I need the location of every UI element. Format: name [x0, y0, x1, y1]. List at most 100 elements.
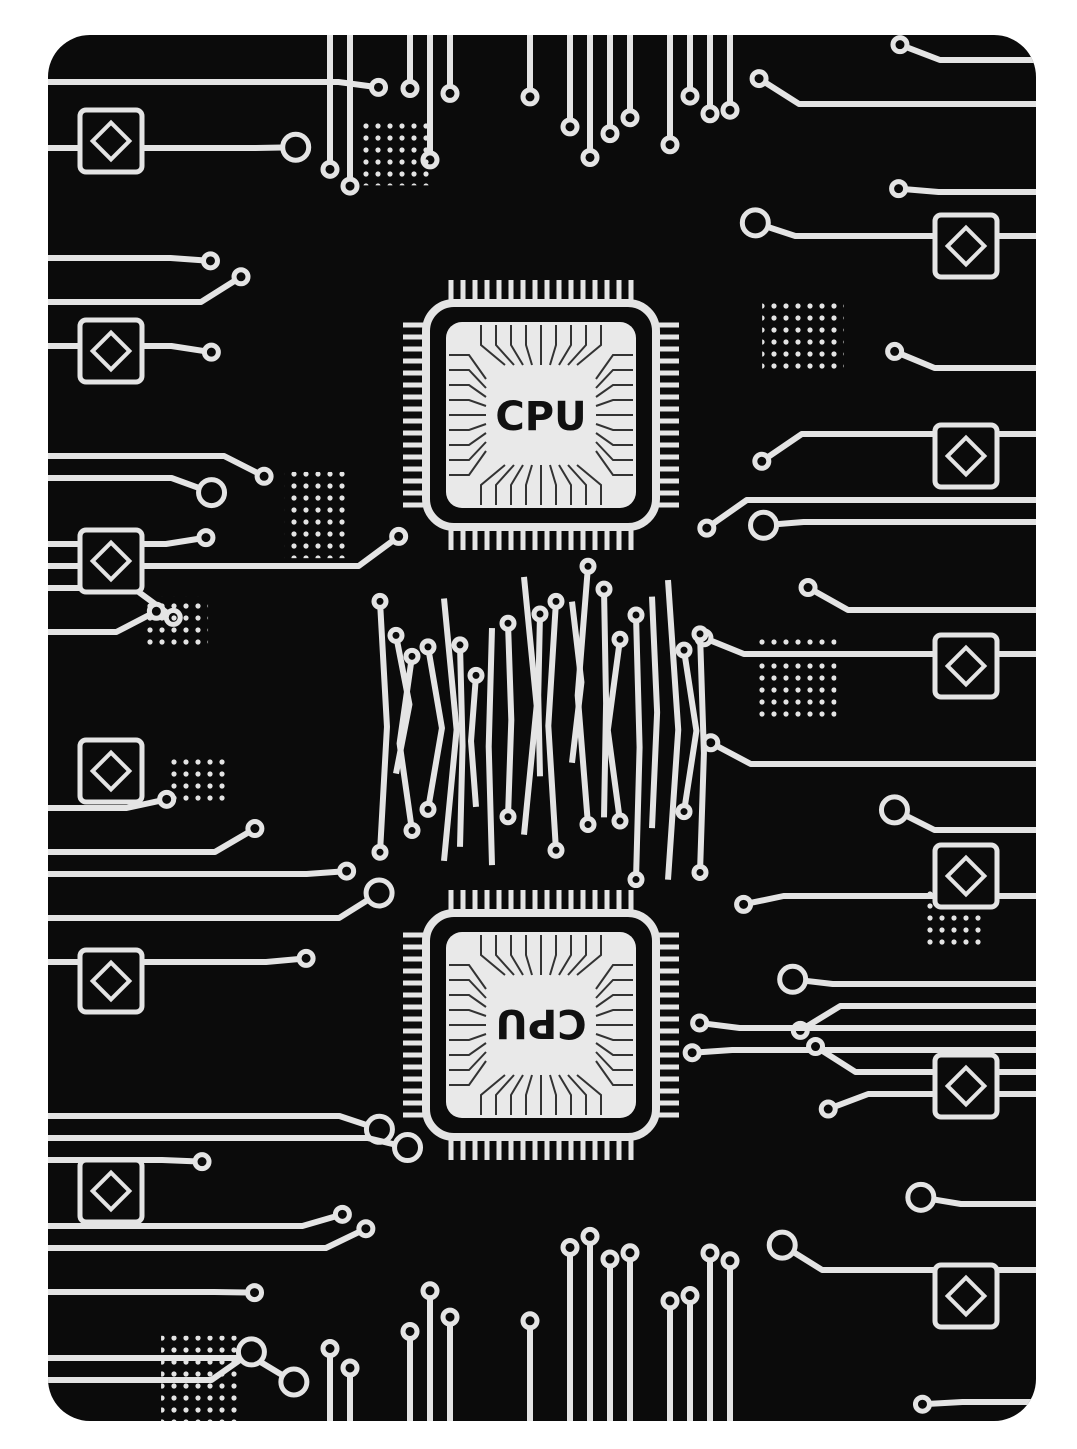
chip-inner-trace	[510, 325, 524, 366]
trace-pad	[296, 948, 316, 968]
ic-component-core	[89, 1169, 133, 1213]
circuit-trace	[48, 1289, 255, 1296]
circuit-trace	[574, 566, 591, 825]
circuit-trace	[757, 76, 1036, 107]
trace-pad	[420, 1281, 440, 1301]
trace-pad	[600, 1249, 620, 1269]
circuit-trace	[922, 1399, 1036, 1408]
chip-inner-trace	[449, 399, 487, 407]
trace-pad	[231, 267, 251, 287]
circuit-trace	[705, 497, 1036, 531]
circuit-trace	[48, 453, 266, 479]
chip-inner-trace	[495, 464, 515, 505]
chip-inner-trace	[549, 1074, 557, 1115]
circuit-trace	[798, 1003, 1036, 1033]
ic-component	[77, 947, 145, 1015]
ic-component	[932, 1262, 1000, 1330]
ic-component	[77, 527, 145, 595]
chip-inner-trace	[449, 1051, 487, 1071]
trace-pad	[620, 108, 640, 128]
dot-grid	[161, 1335, 244, 1421]
dot-grid	[284, 471, 350, 559]
circuit-trace	[48, 796, 168, 811]
chip-inner-trace	[595, 1033, 633, 1041]
circuit-trace	[48, 534, 401, 569]
trace-pad	[580, 1226, 600, 1246]
trace-pad	[777, 963, 809, 995]
ic-component-core	[89, 329, 133, 373]
chip-inner-trace	[595, 979, 633, 999]
trace-pad	[520, 87, 540, 107]
trace-pad	[499, 808, 517, 826]
chip-inner-trace	[449, 423, 487, 431]
ic-component	[77, 1157, 145, 1225]
circuit-trace	[48, 608, 158, 635]
circuit-trace	[48, 1226, 368, 1251]
chip-inner-trace	[525, 1074, 533, 1115]
chip-inner-trace	[595, 432, 633, 446]
trace-pad	[611, 812, 629, 830]
circuit-trace	[377, 601, 390, 853]
trace-pad	[682, 1043, 702, 1063]
ic-component-core	[944, 1274, 988, 1318]
circuit-trace	[893, 348, 1036, 371]
chip-inner-trace	[480, 325, 506, 366]
chip-inner-trace	[495, 1074, 515, 1115]
trace-pad	[547, 841, 565, 859]
circuit-trace	[457, 644, 466, 847]
trace-pad	[332, 1204, 352, 1224]
ic-component	[932, 422, 1000, 490]
dot-grid	[762, 301, 844, 374]
cpu-chip-top: CPU	[403, 280, 679, 550]
circuit-trace	[649, 596, 661, 829]
trace-pad	[798, 578, 818, 598]
trace-pad	[419, 638, 437, 656]
cpu-label-top: CPU	[495, 394, 586, 440]
trace-pad	[579, 557, 597, 575]
circuit-trace	[48, 274, 243, 305]
chip-inner-trace	[549, 325, 557, 366]
chip-inner-trace	[576, 464, 602, 505]
trace-pad	[419, 800, 437, 818]
trace-pad	[890, 35, 910, 55]
chip-inner-trace	[567, 464, 587, 505]
chip-inner-trace	[558, 464, 572, 505]
ic-component-core	[944, 644, 988, 688]
trace-pad	[200, 251, 220, 271]
trace-pad	[680, 86, 700, 106]
ic-component	[932, 212, 1000, 280]
chip-inner-trace	[595, 369, 633, 389]
chip-inner-trace	[525, 325, 533, 366]
chip-inner-trace	[480, 935, 506, 976]
trace-pad	[660, 135, 680, 155]
card-board	[48, 35, 1036, 1421]
circuit-trace	[665, 579, 682, 880]
chip-inner-trace	[576, 325, 602, 366]
circuit-trace	[898, 185, 1036, 195]
circuit-trace	[898, 41, 1036, 63]
chip-inner-trace	[549, 464, 557, 505]
trace-pad	[580, 147, 600, 167]
cpu-label-bottom: CPU	[495, 1000, 586, 1046]
chip-inner-trace	[449, 979, 487, 999]
circuit-trace	[441, 598, 460, 862]
trace-pad	[691, 625, 709, 643]
chip-inner-trace	[449, 1033, 487, 1041]
trace-pad	[749, 69, 769, 89]
trace-pad	[356, 1219, 376, 1239]
trace-pad	[403, 822, 421, 840]
trace-pad	[680, 1286, 700, 1306]
trace-pad	[878, 794, 910, 826]
chip-inner-trace	[595, 423, 633, 431]
trace-pad	[675, 641, 693, 659]
trace-pad	[734, 894, 754, 914]
trace-pad	[192, 1152, 212, 1172]
chip-inner-trace	[449, 994, 487, 1008]
ic-component-core	[89, 119, 133, 163]
chip-inner-trace	[525, 464, 533, 505]
trace-pad	[660, 1291, 680, 1311]
trace-pad	[748, 509, 780, 541]
trace-pad	[547, 592, 565, 610]
chip-inner-trace	[449, 354, 487, 380]
chip-inner-trace	[595, 1009, 633, 1017]
